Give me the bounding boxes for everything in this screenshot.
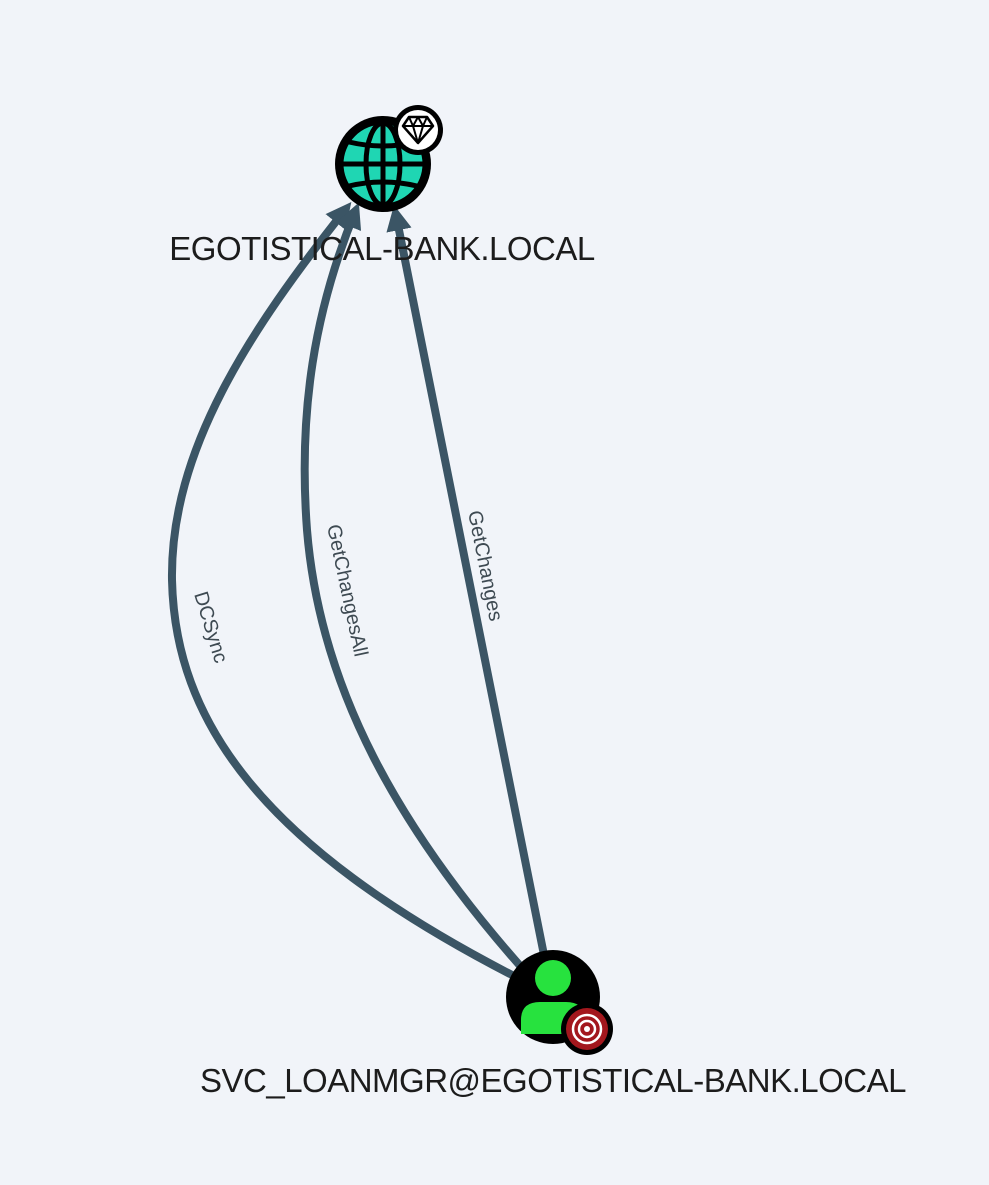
target-icon bbox=[561, 1003, 613, 1055]
diamond-icon bbox=[393, 105, 443, 155]
node-user[interactable]: SVC_LOANMGR@EGOTISTICAL-BANK.LOCAL bbox=[200, 950, 907, 1099]
edge-dcsync-line[interactable] bbox=[167, 201, 516, 979]
node-domain[interactable]: EGOTISTICAL-BANK.LOCAL bbox=[169, 105, 595, 267]
node-domain-label: EGOTISTICAL-BANK.LOCAL bbox=[169, 230, 595, 267]
node-user-label: SVC_LOANMGR@EGOTISTICAL-BANK.LOCAL bbox=[200, 1062, 906, 1099]
edge-getchanges-line[interactable] bbox=[386, 204, 548, 959]
edge-dcsync-label: DCSync bbox=[189, 589, 231, 666]
edge-getchanges[interactable]: GetChanges bbox=[386, 204, 548, 959]
edge-getchangesall-line[interactable] bbox=[300, 202, 526, 972]
